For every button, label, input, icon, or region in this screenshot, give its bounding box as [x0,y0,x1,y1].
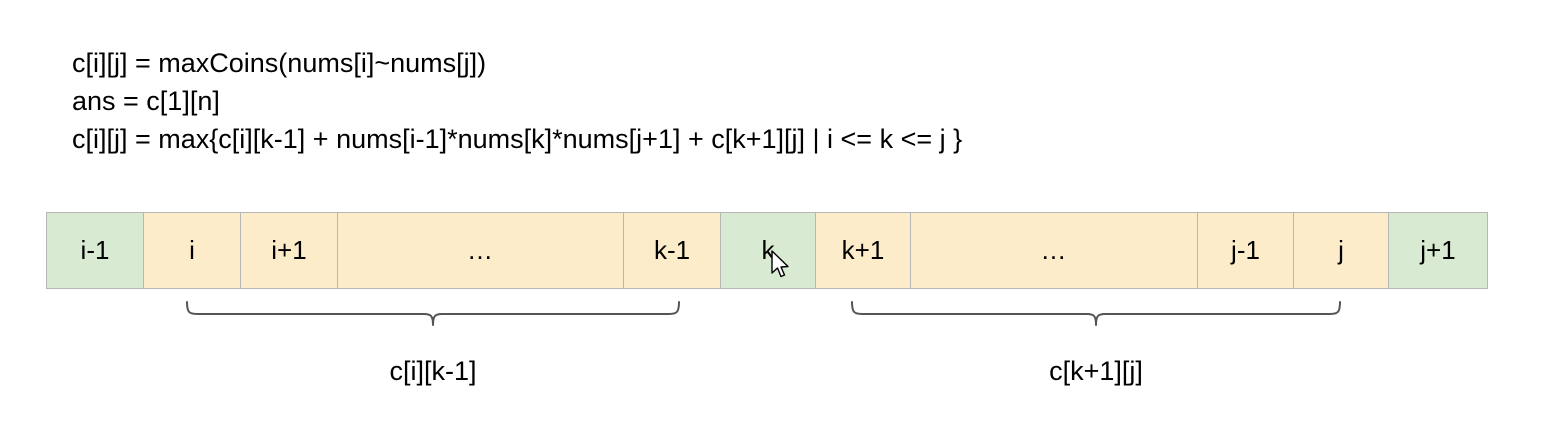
cell-k-plus-1[interactable]: k+1 [816,213,911,288]
cell-k[interactable]: k [721,213,816,288]
cell-label: j [1338,235,1344,265]
cell-label: ... [1041,235,1067,265]
brace-group-right: c[k+1][j] [845,300,1347,386]
formula-block: c[i][j] = maxCoins(nums[i]~nums[j]) ans … [72,44,1312,158]
cell-ellipsis-right[interactable]: ... [911,213,1198,288]
curly-brace-icon-left [186,301,680,326]
formula-line-3: c[i][j] = max{c[i][k-1] + nums[i-1]*nums… [72,124,963,154]
cell-label: k [761,235,775,265]
cell-label: i+1 [271,235,307,265]
brace-label-right: c[k+1][j] [1049,356,1143,386]
cell-ellipsis-left[interactable]: ... [338,213,624,288]
cell-label: ... [468,235,493,265]
cell-j[interactable]: j [1294,213,1389,288]
formula-line-2: ans = c[1][n] [72,86,220,116]
cell-label: i-1 [80,235,110,265]
cell-k-minus-1[interactable]: k-1 [624,213,721,288]
cell-j-minus-1[interactable]: j-1 [1198,213,1294,288]
cell-i-plus-1[interactable]: i+1 [241,213,338,288]
formula-line-1: c[i][j] = maxCoins(nums[i]~nums[j]) [72,48,487,78]
brace-label-left: c[i][k-1] [389,356,477,386]
cell-label: k+1 [841,235,885,265]
array-cells-strip: i-1 i i+1 ... k-1 k k+1 ... j-1 j j+1 [46,212,1488,289]
cell-label: k-1 [653,235,691,265]
cell-label: j+1 [1420,235,1456,265]
cell-j-plus-1[interactable]: j+1 [1389,213,1487,288]
cell-label: i [189,235,195,265]
brace-group-left: c[i][k-1] [180,300,686,386]
cell-label: j-1 [1231,235,1260,265]
curly-brace-icon-right [851,301,1341,326]
cell-i-minus-1[interactable]: i-1 [47,213,144,288]
cell-i[interactable]: i [144,213,241,288]
